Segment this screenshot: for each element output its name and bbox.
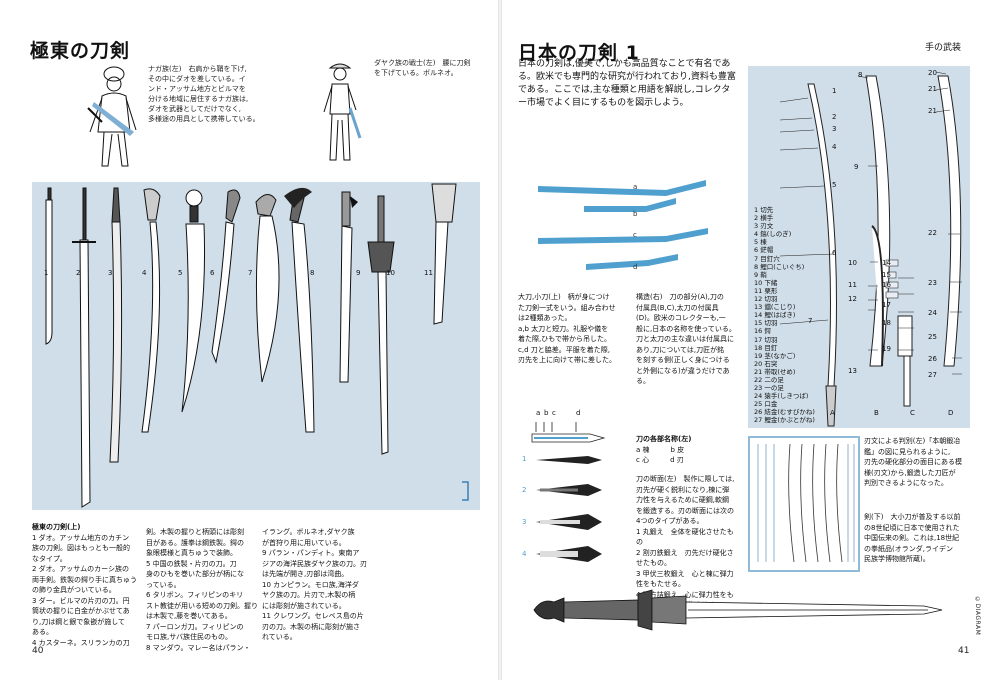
left-text-column-1: 極東の刀剣(上) 1 ダオ。アッサム地方のカチン族の刀剣。図はもっとも一般的なタ… [32,522,144,648]
intro-text: 日本の刀剣は,優美で,しかも高品質なことで有名である。欧米でも専門的な研究が行わ… [518,59,736,108]
structure-caption: 構造(右) 刀の部分(A),刀の付属具(B,C),太刀の付属具(D)。欧米のコレ… [636,293,736,385]
sword-number: 5 [178,269,183,277]
hamon-caption: 刃文による判別(左)「本朝鍛冶鑑」の図に見られるように,刃先の硬化部分の面目にあ… [864,437,962,487]
part-marker: 5 [832,181,837,189]
section-letter: a [536,409,541,417]
part-marker: 1 [832,87,837,95]
section-letter: b [544,409,549,417]
part-marker: 24 [928,309,937,317]
section-number: 4 [522,550,527,558]
blade-letter: a [633,183,638,191]
sword-number: 2 [76,269,81,277]
right-page-title: 日本の刀剣 1 [518,42,640,64]
section-heading: 極東の刀剣(上) [32,523,81,531]
left-text-column-3: イラング。ボルネオ,ダヤク族が首狩り用に用いている。9 パラン・パンディト。東南… [262,528,367,641]
column-letter: D [948,409,954,417]
blade-letter: b [633,210,638,218]
sword-number: 7 [248,269,253,277]
column-letter: A [830,409,835,417]
part-marker: 11 [848,281,857,289]
section-number: 3 [522,518,527,526]
daisho-blades-illustration [538,180,708,270]
sword-number: 8 [310,269,315,277]
sword-number: 4 [142,269,147,277]
section-letter: c [552,409,556,417]
dayak-warrior-illustration [323,63,362,161]
part-marker: 8 [858,71,863,79]
page-gutter [498,0,502,680]
part-marker: 20 [928,69,937,77]
far-east-swords-panel: 1 2 3 4 5 6 7 8 9 10 11 [32,182,480,510]
part-marker: 17 [882,301,891,309]
naga-caption: ナガ族(左) 右肩から鞘を下げ,その中にダオを差している。インド・アッサム地方と… [148,65,260,123]
part-marker: 19 [882,345,891,353]
sword-number: 6 [210,269,215,277]
sword-number: 1 [44,269,49,277]
sword-structure-illustration [779,71,962,427]
part-marker: 10 [848,259,857,267]
section-number: 1 [522,455,527,463]
left-text-column-2: 剣。木製の握りと柄頭には彫刻目がある。護拳は鋼鉄製。鍔の象眼模様と真ちゅうで装飾… [146,528,258,652]
column-letter: B [874,409,879,417]
blade-letter: c [633,231,637,239]
part-marker: 27 [928,371,937,379]
part-marker: 25 [928,333,937,341]
part-marker: 16 [882,281,891,289]
left-page-title: 極東の刀剣 [30,40,131,62]
ken-sword-illustration [533,589,943,631]
diagram-credit: ©DIAGRAM [974,596,981,636]
part-marker: 6 [832,249,837,257]
blade-cross-section-illustration [531,422,606,562]
part-marker: 14 [882,259,891,267]
part-marker: 3 [832,125,837,133]
part-marker: 4 [832,143,837,151]
part-marker: 15 [882,271,891,279]
sword-structure-panel: 1 2 3 4 5 6 7 8 9 10 11 12 13 14 15 16 1… [748,66,970,428]
naga-warrior-illustration [87,66,137,167]
left-page-number: 40 [32,646,44,656]
sword-number: 11 [424,269,433,277]
section-number: 2 [522,486,527,494]
part-marker: 26 [928,355,937,363]
part-marker: 2 [832,113,837,121]
column-letter: C [910,409,915,417]
far-east-swords-illustration [45,183,469,508]
blade-letter: d [633,263,638,271]
running-head: 手の武装 [925,43,962,53]
hamon-patterns [757,443,855,563]
sword-number: 3 [108,269,113,277]
part-marker: 9 [854,163,859,171]
hamon-book-illustration [748,436,860,572]
part-marker: 21 [928,107,937,115]
part-marker: 21 [928,85,937,93]
ken-caption: 剣(下) 大小刀が普及する以前の8世紀頃に日本で使用された中国伝来の剣。これは,… [864,513,961,563]
dayak-caption: ダヤク族の戦士(左) 腰に刀剣を下げている。ボルネオ。 [374,59,471,77]
part-marker: 13 [848,367,857,375]
part-marker: 18 [882,319,891,327]
part-marker: 7 [808,317,813,325]
part-marker: 22 [928,229,937,237]
sword-number: 10 [386,269,395,277]
section-letter: d [576,409,581,417]
sword-number: 9 [356,269,361,277]
right-page-number: 41 [958,646,970,656]
part-marker: 23 [928,279,937,287]
sword-number-labels: 1 2 3 4 5 6 7 8 9 10 11 [32,182,480,510]
part-marker: 12 [848,295,857,303]
daisho-caption: 大刀,小刀(上) 柄が身につけた刀剣一式をいう。組み合わせは2種類あった。a,b… [518,293,616,364]
